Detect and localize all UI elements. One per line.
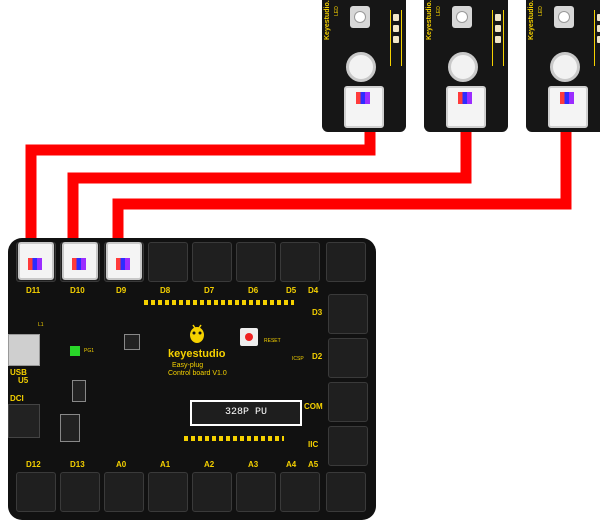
- pad-a1: [148, 472, 188, 512]
- board-version: Control board V1.0: [168, 370, 227, 377]
- label-a1: A1: [160, 460, 171, 469]
- label-d5: D5: [286, 286, 297, 295]
- board-subtitle: Easy-plug: [172, 362, 204, 369]
- control-board: D11 D10 D9 D8 D7 D6 D5 D4 D3 D2 COM IIC …: [8, 238, 376, 520]
- pad-d3: [328, 294, 368, 334]
- reset-button: [240, 328, 258, 346]
- usb-label: USB: [10, 368, 27, 377]
- label-com: COM: [304, 402, 323, 411]
- module-connector: [548, 86, 588, 128]
- pad-a2: [192, 472, 232, 512]
- resistor-icon: [594, 10, 600, 66]
- pad-d4: [326, 242, 366, 282]
- led-label: LED: [537, 6, 544, 16]
- label-d7: D7: [204, 286, 215, 295]
- label-pg1: PG1: [84, 348, 95, 354]
- pad-d5: [280, 242, 320, 282]
- wire-d10: [67, 122, 472, 252]
- main-chip: 328P PU: [190, 400, 302, 426]
- usb-port: [8, 334, 40, 366]
- resistor-icon: [390, 10, 402, 66]
- pad-d8: [148, 242, 188, 282]
- label-u5: U5: [18, 376, 29, 385]
- label-l1: L1: [38, 322, 44, 328]
- dc-label: DCI: [10, 394, 24, 403]
- label-d2: D2: [312, 352, 323, 361]
- mounting-hole-icon: [448, 52, 478, 82]
- label-d3: D3: [312, 308, 323, 317]
- label-d10: D10: [70, 286, 85, 295]
- wire-d9: [112, 122, 572, 252]
- led-icon: [350, 6, 370, 28]
- wire-d11: [25, 122, 376, 252]
- led-icon: [452, 6, 472, 28]
- led-module-3: LED Keyestudio.: [526, 0, 600, 132]
- label-a0: A0: [116, 460, 127, 469]
- pad-a4: [280, 472, 320, 512]
- module-brand: Keyestudio.: [324, 0, 331, 40]
- label-d9: D9: [116, 286, 127, 295]
- power-led-icon: [70, 346, 80, 356]
- module-connector: [446, 86, 486, 128]
- pad-com: [328, 382, 368, 422]
- label-iic: IIC: [308, 440, 319, 449]
- pad-a0: [104, 472, 144, 512]
- pad-a3: [236, 472, 276, 512]
- label-d4: D4: [308, 286, 319, 295]
- mounting-hole-icon: [346, 52, 376, 82]
- connector-d9: [106, 242, 142, 280]
- label-d11: D11: [26, 286, 41, 295]
- pad-d2: [328, 338, 368, 378]
- connector-d10: [62, 242, 98, 280]
- pad-d6: [236, 242, 276, 282]
- connector-d11: [18, 242, 54, 280]
- module-connector: [344, 86, 384, 128]
- label-a2: A2: [204, 460, 215, 469]
- pad-d13: [60, 472, 100, 512]
- label-d12: D12: [26, 460, 41, 469]
- module-brand: Keyestudio.: [528, 0, 535, 40]
- led-label: LED: [435, 6, 442, 16]
- label-d6: D6: [248, 286, 259, 295]
- regulator-icon: [72, 380, 86, 402]
- icsp-label: ICSP: [292, 356, 304, 362]
- module-brand: Keyestudio.: [426, 0, 433, 40]
- header-row-top: [144, 300, 294, 305]
- bee-logo-icon: [190, 324, 204, 343]
- led-icon: [554, 6, 574, 28]
- ic-chip-small: [124, 334, 140, 350]
- pad-iic: [328, 426, 368, 466]
- label-a3: A3: [248, 460, 259, 469]
- resistor-icon: [492, 10, 504, 66]
- led-module-2: LED Keyestudio.: [424, 0, 508, 132]
- board-brand: keyestudio: [168, 348, 226, 360]
- label-d8: D8: [160, 286, 171, 295]
- led-label: LED: [333, 6, 340, 16]
- reset-label: RESET: [264, 338, 281, 344]
- label-a5: A5: [308, 460, 319, 469]
- pad-d7: [192, 242, 232, 282]
- pad-a5: [326, 472, 366, 512]
- pad-d12: [16, 472, 56, 512]
- dc-jack: [8, 404, 40, 438]
- label-d13: D13: [70, 460, 85, 469]
- header-row-bottom: [184, 436, 284, 441]
- mounting-hole-icon: [550, 52, 580, 82]
- label-a4: A4: [286, 460, 297, 469]
- led-module-1: LED Keyestudio.: [322, 0, 406, 132]
- capacitor-icon: [60, 414, 80, 442]
- chip-label: 328P PU: [224, 407, 267, 418]
